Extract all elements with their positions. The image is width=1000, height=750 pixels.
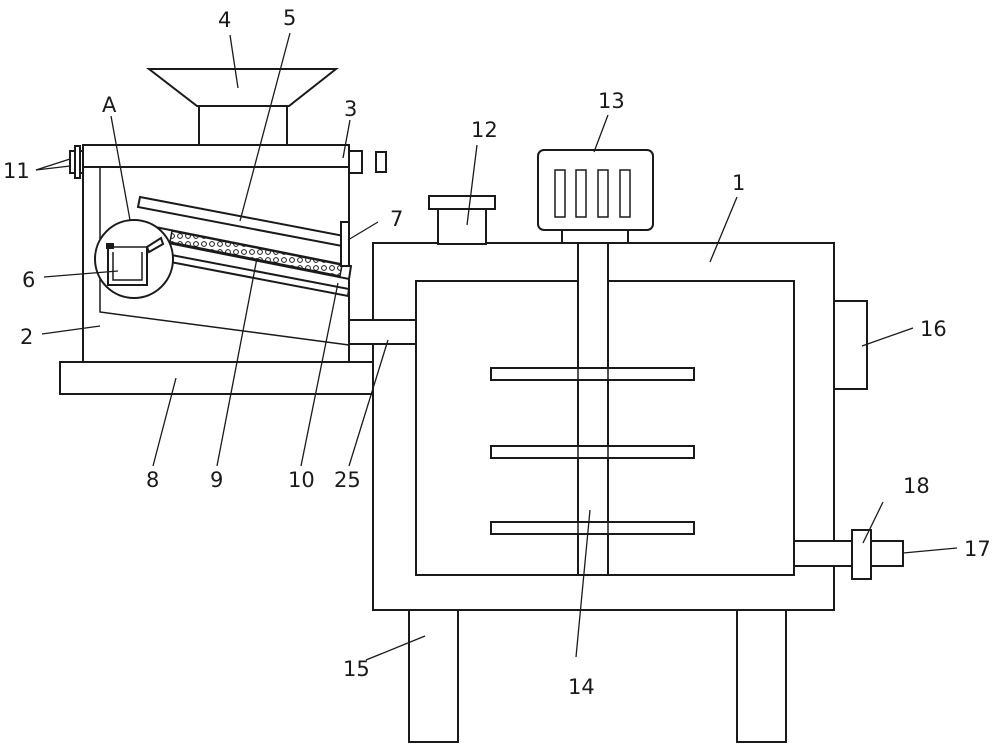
label-13: 13 <box>598 89 625 113</box>
box-inner-bottom <box>99 167 350 346</box>
baffle-plate <box>340 221 350 267</box>
feed-inlet <box>437 205 487 245</box>
label-11: 11 <box>3 159 30 183</box>
label-9: 9 <box>210 468 223 492</box>
leg-right <box>736 607 787 743</box>
collection-box <box>106 236 165 286</box>
hopper-neck <box>198 105 288 146</box>
screening-box-lid <box>82 144 350 168</box>
label-2: 2 <box>20 325 33 349</box>
label-25: 25 <box>334 468 361 492</box>
label-8: 8 <box>146 468 159 492</box>
label-5: 5 <box>283 6 296 30</box>
outlet-valve <box>851 529 872 580</box>
label-7: 7 <box>390 207 403 231</box>
screen-mesh <box>169 230 343 277</box>
label-4: 4 <box>218 8 231 32</box>
feed-inlet-cap <box>428 195 496 210</box>
part-labels: 4 5 3 A 11 6 2 8 9 10 25 7 12 13 1 16 18… <box>3 6 991 699</box>
label-10: 10 <box>288 468 315 492</box>
label-15: 15 <box>343 657 370 681</box>
label-14: 14 <box>568 675 595 699</box>
feed-hopper <box>146 68 339 107</box>
outlet-pipe <box>793 540 855 567</box>
label-1: 1 <box>732 171 745 195</box>
label-6: 6 <box>22 268 35 292</box>
label-12: 12 <box>471 118 498 142</box>
leader-lines <box>35 32 958 661</box>
base-plate <box>59 361 374 395</box>
label-18: 18 <box>903 474 930 498</box>
motor-vents <box>554 169 631 218</box>
lid-bolts <box>69 145 387 179</box>
label-A: A <box>102 93 117 117</box>
label-16: 16 <box>920 317 947 341</box>
connecting-pipe <box>348 319 417 345</box>
leg-left <box>408 607 459 743</box>
stirring-blades <box>490 367 695 535</box>
control-box <box>833 300 868 390</box>
label-17: 17 <box>964 537 991 561</box>
label-3: 3 <box>344 97 357 121</box>
outlet-nozzle <box>868 540 904 567</box>
